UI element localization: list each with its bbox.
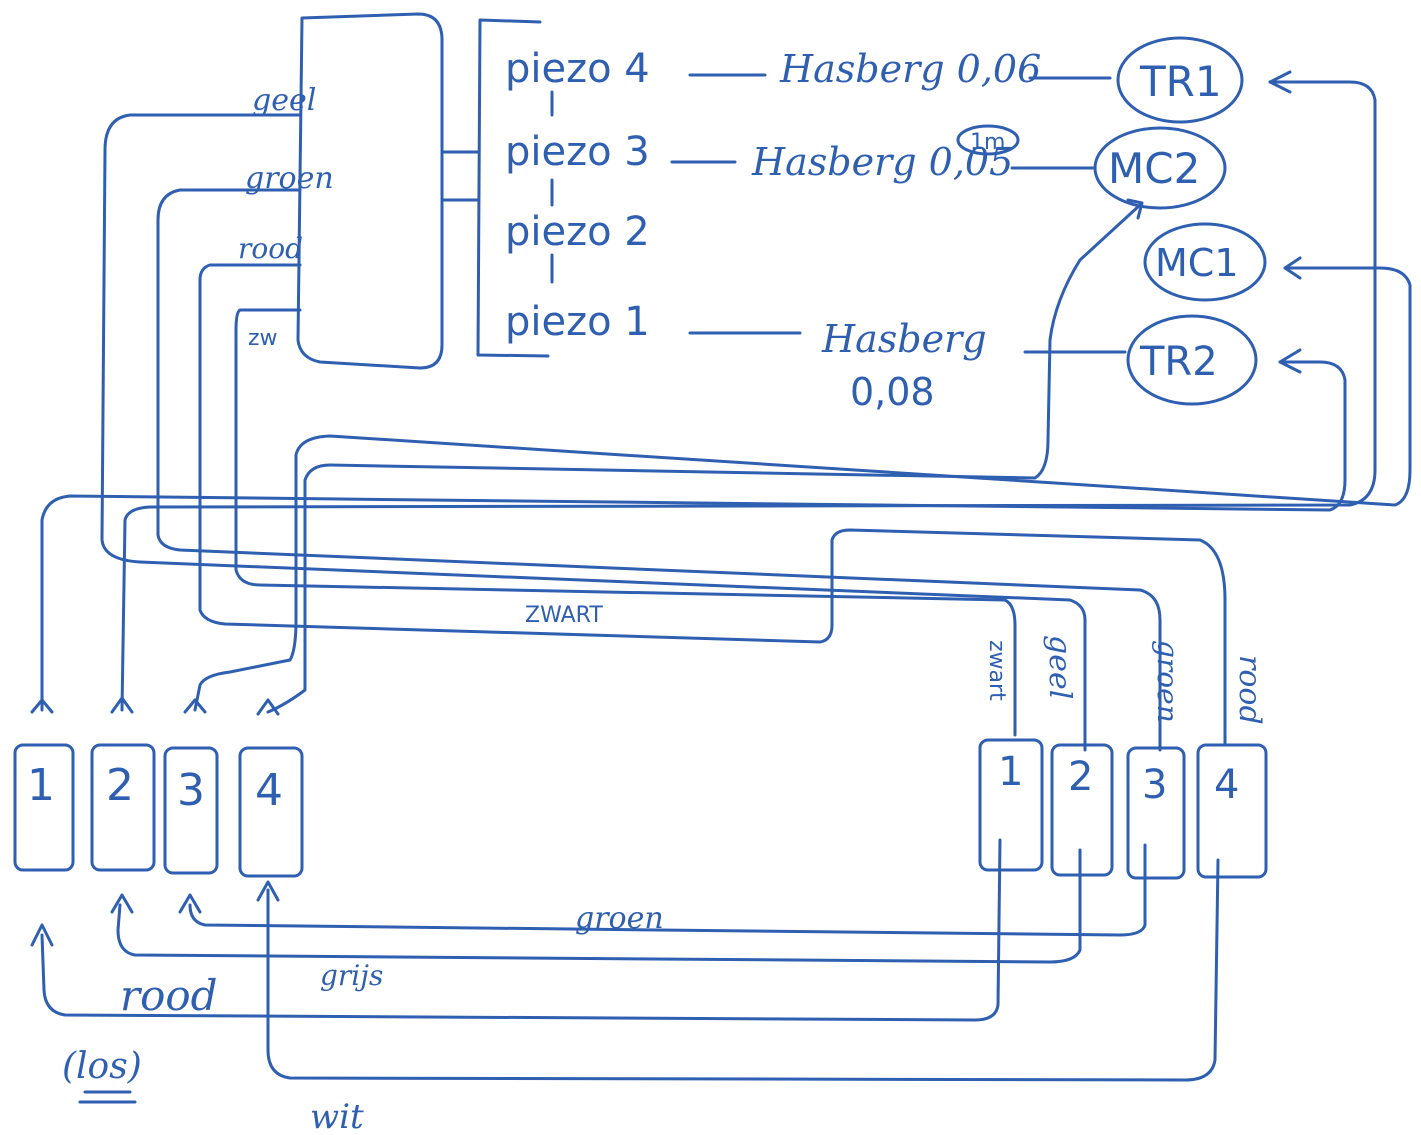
los-underline [78,1090,137,1104]
wire-bottom-wit [266,858,1220,1082]
left-connector-3 [163,746,219,875]
right-connector-1-num: 1 [998,749,1023,795]
piezo-to-hasberg-lines [670,73,1127,354]
bottom-label-grijs: grijs [320,959,383,992]
piezo-4-label: piezo 4 [505,46,650,92]
hasberg-3-label: Hasberg 0,05 [751,140,1013,184]
right-label-rood: rood [1232,655,1267,725]
right-connector-1 [978,738,1044,872]
left-connector-1 [13,743,75,872]
bottom-label-rood: rood [120,971,218,1020]
hasberg-4-label: Hasberg 0,06 [779,47,1041,91]
wire-label-zw: zw [248,326,278,351]
hasberg-3-note: 1m [970,130,1005,155]
note-circle [956,124,1020,156]
sensor-mc2 [1093,126,1227,210]
wire-conn2-tr1 [120,80,1377,712]
wire-bottom-groen [188,843,1147,937]
wire-label-geel: geel [252,83,316,118]
piezo-bracket [440,18,550,358]
bottom-label-los: (los) [62,1046,142,1087]
bottom-label-wit: wit [310,1097,364,1135]
hasberg-1-value: 0,08 [850,370,935,414]
right-connector-3 [1126,746,1186,880]
left-connector-2 [90,743,156,872]
wire-zwart [234,308,1017,737]
sensor-mc2-label: MC2 [1108,144,1200,193]
right-connector-4-num: 4 [1214,762,1239,808]
left-connector-4 [238,746,304,878]
wire-label-rood: rood [238,232,303,265]
right-label-groen: groen [1151,640,1184,723]
piezo-1-label: piezo 1 [505,299,650,345]
wire-geel [100,113,1087,752]
sensor-tr1-label: TR1 [1139,57,1222,106]
wire-bottom-rood-los [40,838,1002,1022]
sensor-tr1 [1116,36,1244,124]
sensor-tr2 [1126,314,1258,406]
piezo-2-label: piezo 2 [505,209,650,255]
right-connector-block: 1 2 3 4 [978,738,1268,880]
piezo-3-label: piezo 3 [505,129,650,175]
wire-bottom-grijs [116,848,1082,964]
right-connector-4 [1196,743,1268,879]
wire-label-zwart: ZWART [525,603,603,628]
sensor-mc1 [1143,222,1267,302]
terminal-block [296,12,444,370]
right-connector-2 [1050,743,1114,877]
left-connector-block: 1 2 3 4 [13,743,304,878]
right-label-zwart: zwart [984,640,1009,701]
hasberg-1-label: Hasberg [821,317,987,361]
left-connector-3-num: 3 [177,765,205,816]
wire-conn3-mc1 [193,266,1412,712]
left-connector-1-num: 1 [27,760,55,811]
wire-conn4-mc2 [266,203,1142,714]
left-connector-2-num: 2 [106,760,134,811]
right-label-geel: geel [1042,635,1077,699]
wire-groen [156,188,1162,752]
arrowheads [30,70,1302,947]
sensor-mc1-label: MC1 [1155,241,1239,285]
bottom-label-groen: groen [575,901,664,936]
left-connector-4-num: 4 [255,765,283,816]
right-connector-3-num: 3 [1142,762,1167,808]
sensor-tr2-label: TR2 [1139,339,1218,385]
wire-rood [198,263,1227,747]
wire-conn1-tr2 [40,360,1347,712]
right-connector-2-num: 2 [1068,754,1093,800]
